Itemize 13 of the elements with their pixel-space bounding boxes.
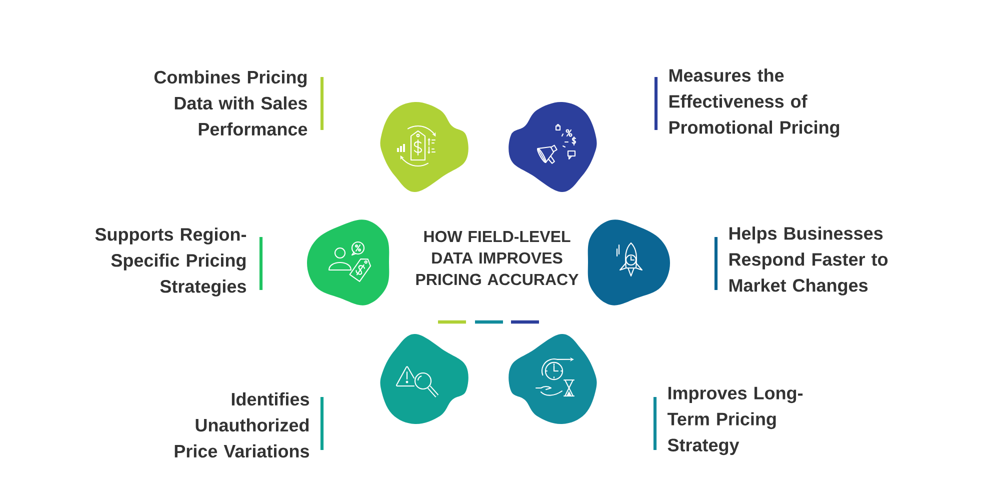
- benefit-text: Helps Businesses Respond Faster to Market Changes: [729, 226, 888, 296]
- blob-shape: [380, 102, 468, 192]
- blob-shape: [380, 334, 468, 424]
- blob-shape: [508, 102, 597, 192]
- blob-shape: [588, 220, 670, 306]
- benefit-text: Combines Pricing Data with Sales Performance: [154, 70, 308, 136]
- benefit-text: Measures the Effectiveness of Promotional Pricing: [669, 68, 840, 138]
- benefit-text: Improves Long- Term Pricing Strategy: [667, 386, 803, 456]
- benefit-text: Supports Region- Specific Pricing Strategies: [95, 228, 246, 296]
- title: HOW FIELD-LEVEL DATA IMPROVES PRICING ACCURACY: [416, 230, 578, 286]
- benefit-text: Identifies Unauthorized Price Variations: [174, 392, 310, 458]
- blob-shape: [508, 334, 597, 424]
- blob-shape: [307, 220, 390, 306]
